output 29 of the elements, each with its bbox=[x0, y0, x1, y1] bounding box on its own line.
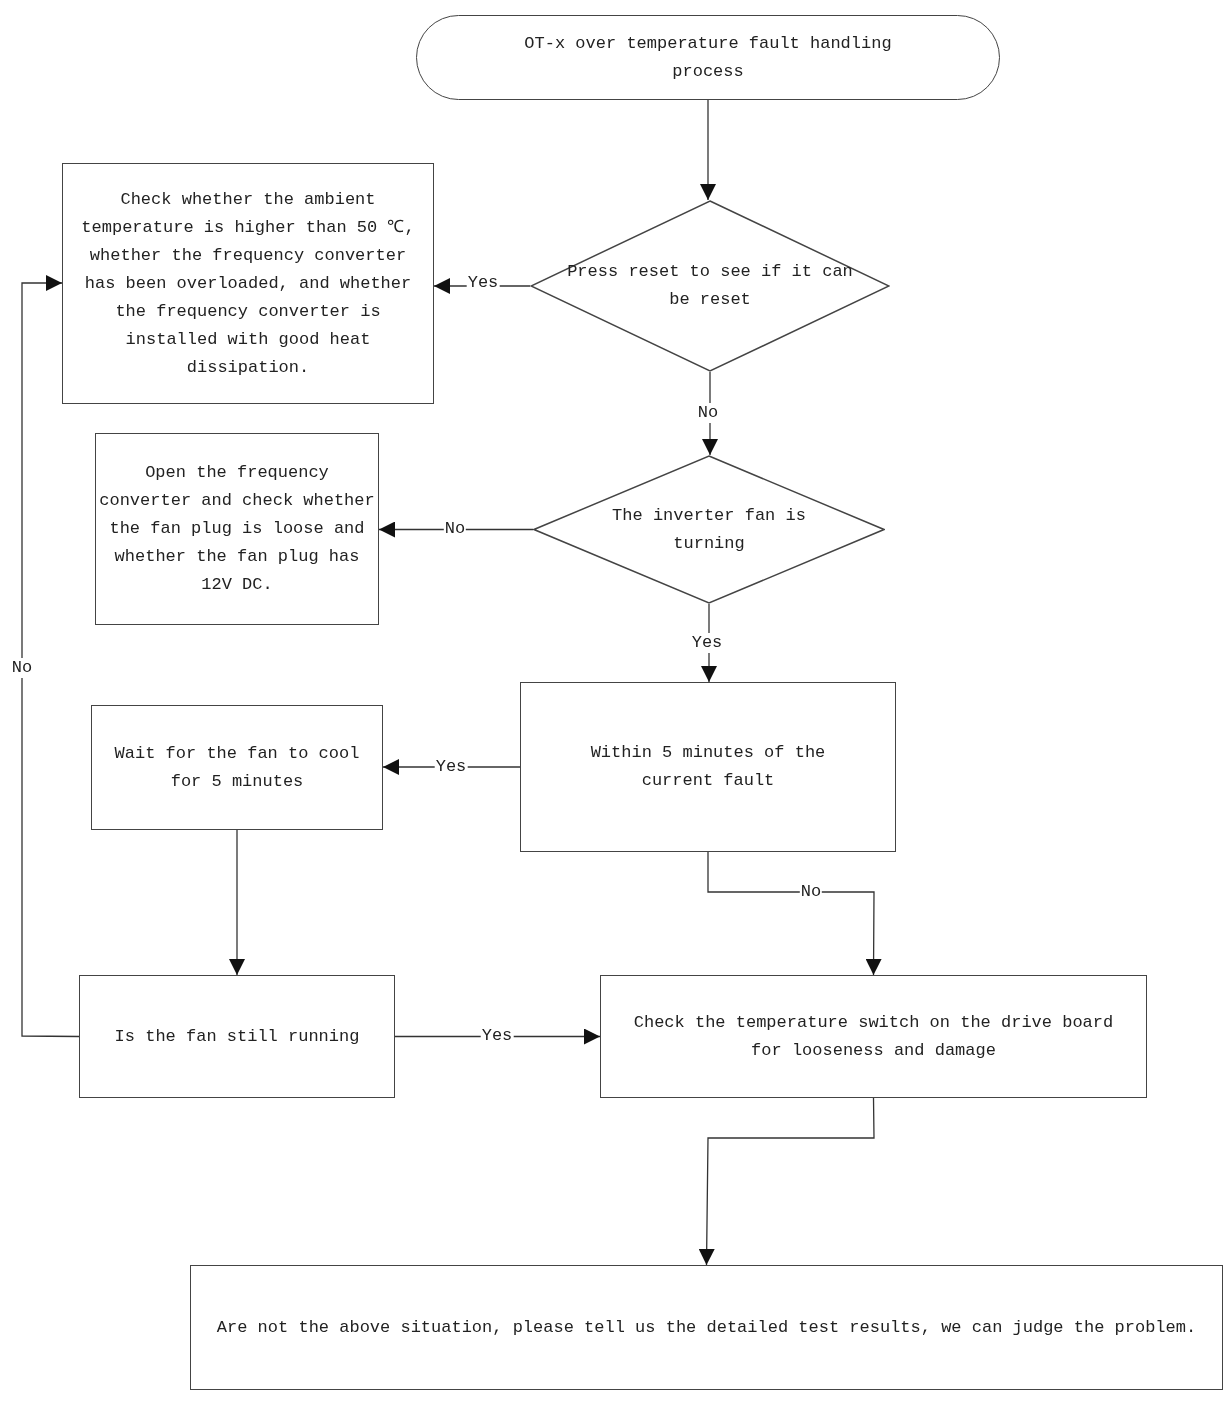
node-text: Check whether the ambient temperature is higher than 50 ℃, whether the frequency converter has been overloaded, and whether the frequency converter is installed with good heat dissipation. bbox=[80, 188, 416, 379]
node-text: Wait for the fan to cool for 5 minutes bbox=[113, 742, 361, 793]
process-box bbox=[190, 1265, 1223, 1390]
node-text: Is the fan still running bbox=[113, 1025, 361, 1048]
node-text: OT-x over temperature fault handling process bbox=[523, 32, 893, 83]
arrow bbox=[229, 829, 245, 976]
node-text: Are not the above situation, please tell us the detailed test results, we can judge the problem. bbox=[215, 1316, 1198, 1339]
node-text: Check the temperature switch on the drive board for looseness and damage bbox=[632, 1011, 1115, 1062]
arrow bbox=[702, 371, 718, 456]
node-text: Open the frequency converter and check whether the fan plug is loose and whether the fan plug has 12V DC. bbox=[99, 462, 375, 596]
process-box bbox=[79, 975, 395, 1098]
edge-label: No bbox=[696, 403, 720, 423]
edge-label: No bbox=[10, 658, 34, 678]
decision-diamond bbox=[533, 455, 885, 604]
node-text: Press reset to see if it can be reset bbox=[566, 261, 854, 311]
arrow bbox=[698, 1097, 875, 1266]
arrow bbox=[700, 99, 716, 201]
decision-diamond bbox=[530, 200, 890, 372]
process-box bbox=[520, 682, 896, 852]
node-text: Within 5 minutes of the current fault bbox=[589, 742, 827, 792]
process-box bbox=[91, 705, 383, 830]
arrow bbox=[378, 521, 534, 538]
process-box bbox=[95, 433, 379, 625]
process-box bbox=[600, 975, 1147, 1098]
arrow bbox=[707, 851, 882, 976]
process-box bbox=[62, 163, 434, 404]
node-text: The inverter fan is turning bbox=[611, 504, 807, 555]
arrow bbox=[21, 275, 80, 1038]
edge-label: Yes bbox=[690, 633, 724, 653]
